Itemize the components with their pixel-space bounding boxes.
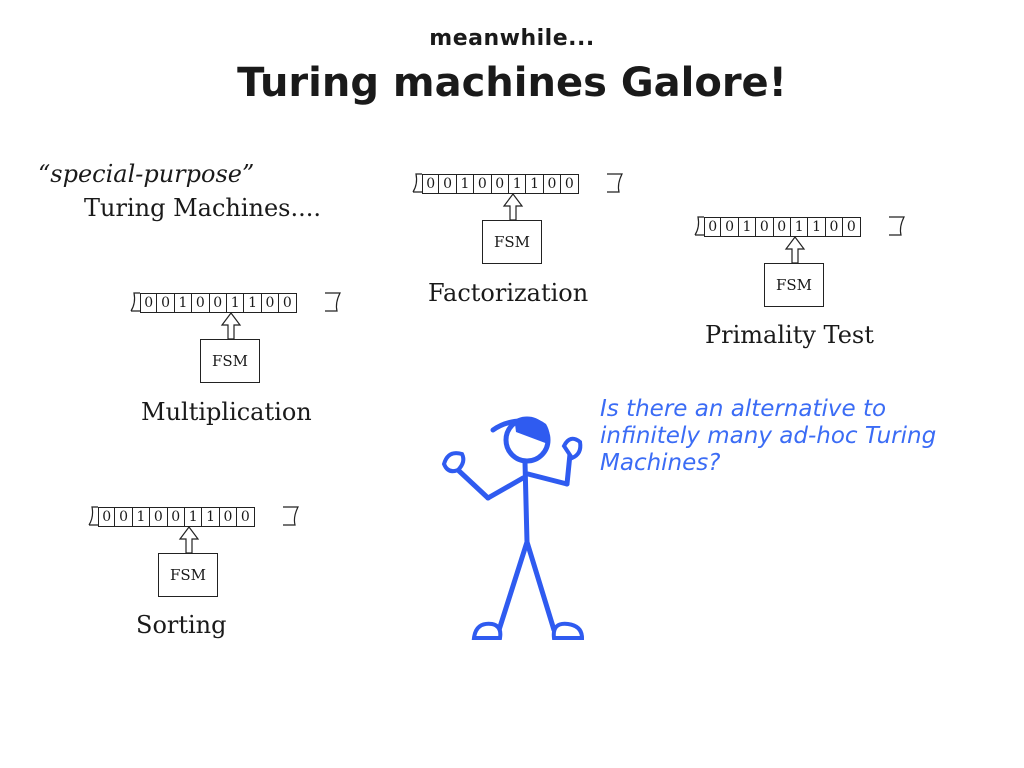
tape-cell: 0 — [210, 294, 227, 312]
tape-cell: 1 — [202, 508, 220, 526]
tape-cell: 0 — [439, 175, 457, 193]
question-text: Is there an alternative to infinitely ma… — [600, 396, 937, 476]
read-head-arrow — [220, 312, 242, 340]
stick-figure-thinking — [441, 416, 585, 640]
fsm-box: FSM — [158, 553, 218, 597]
tape-cell: 1 — [244, 294, 262, 312]
tape-cell: 0 — [140, 294, 158, 312]
tape-cell: 1 — [175, 294, 193, 312]
tape-cell: 0 — [826, 218, 844, 236]
tape-cell: 0 — [157, 294, 175, 312]
fsm-box: FSM — [764, 263, 824, 307]
tape-cell: 0 — [422, 175, 440, 193]
tape-cell: 0 — [98, 508, 116, 526]
tape-cell: 0 — [721, 218, 739, 236]
tape-cell: 0 — [150, 508, 168, 526]
machine-label-primality-test: Primality Test — [705, 321, 874, 349]
read-head-arrow — [784, 236, 806, 264]
tape-cell: 0 — [168, 508, 185, 526]
intro-label: Turing Machines.... — [84, 194, 322, 222]
fsm-box: FSM — [200, 339, 260, 383]
machine-label-multiplication: Multiplication — [141, 398, 312, 426]
tape-cell: 1 — [808, 218, 826, 236]
tape-cell: 0 — [492, 175, 509, 193]
tape-cell: 0 — [474, 175, 492, 193]
tape-cell: 1 — [526, 175, 544, 193]
tape-cell: 0 — [262, 294, 280, 312]
tape-cell: 0 — [756, 218, 774, 236]
tape-cell: 0 — [192, 294, 210, 312]
intro-quote: “special-purpose” — [38, 160, 255, 188]
tape-cell: 1 — [457, 175, 475, 193]
tape-cell: 0 — [774, 218, 791, 236]
tape-cell: 1 — [227, 294, 245, 312]
tape-frame — [88, 506, 299, 554]
machine-label-factorization: Factorization — [428, 279, 589, 307]
tape-frame — [130, 292, 341, 340]
tape-cell: 0 — [843, 218, 861, 236]
tape-cell: 1 — [133, 508, 151, 526]
slide-subtitle: meanwhile... — [429, 26, 595, 51]
read-head-arrow — [502, 193, 524, 221]
tape-frame — [694, 216, 905, 264]
tape-cell: 1 — [185, 508, 203, 526]
tape-cell: 0 — [704, 218, 722, 236]
tape-cell: 0 — [279, 294, 297, 312]
tape-cell: 0 — [544, 175, 562, 193]
tape-cell: 0 — [115, 508, 133, 526]
slide-title: Turing machines Galore! — [237, 60, 787, 106]
fsm-box: FSM — [482, 220, 542, 264]
read-head-arrow — [178, 526, 200, 554]
machine-label-sorting: Sorting — [136, 611, 227, 639]
tape-cell: 0 — [220, 508, 238, 526]
tape-cell: 1 — [791, 218, 809, 236]
tape-cell: 1 — [509, 175, 527, 193]
tape-cell: 0 — [237, 508, 255, 526]
tape-cell: 0 — [561, 175, 579, 193]
tape-frame — [412, 173, 623, 221]
tape-cell: 1 — [739, 218, 757, 236]
